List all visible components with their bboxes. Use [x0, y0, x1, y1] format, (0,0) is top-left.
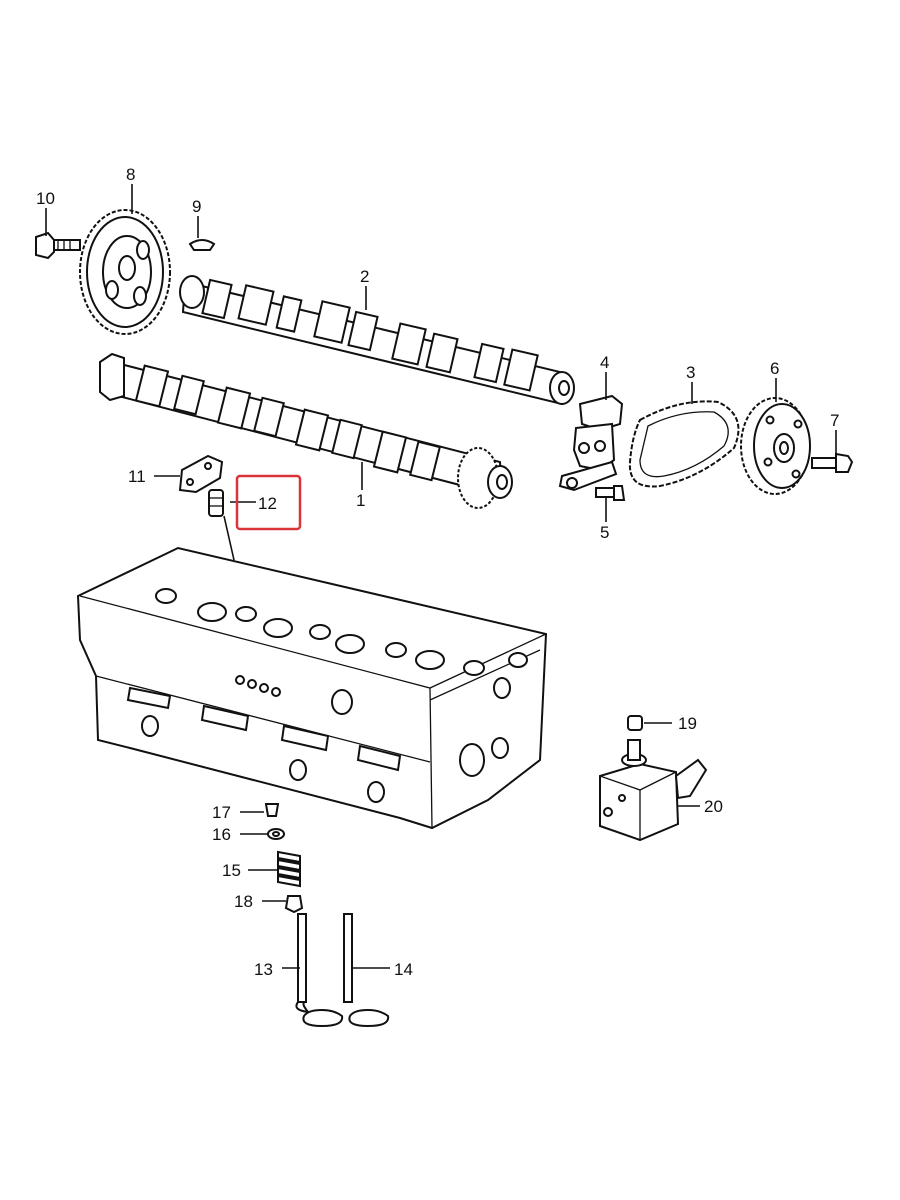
bolt-part-5[interactable]: [595, 485, 626, 501]
callout-2: 2: [360, 267, 369, 286]
key-part-9[interactable]: [188, 239, 216, 251]
callout-7: 7: [830, 411, 839, 430]
bracket-part-11[interactable]: [178, 454, 224, 494]
valve-cotter-part-17[interactable]: [264, 803, 280, 817]
leader-lines: [45, 184, 837, 969]
sleeve-part-12[interactable]: [208, 489, 224, 517]
callout-labels: 10 8 9 2 4 3 6 7 1 5 11 12 17 16 15 18 1…: [36, 165, 839, 979]
cylinder-head[interactable]: [76, 546, 548, 830]
bolt-part-10[interactable]: [35, 231, 81, 260]
callout-9: 9: [192, 197, 201, 216]
callout-11: 11: [128, 467, 146, 486]
fuel-pump-part-20[interactable]: [599, 739, 708, 842]
highlight-box: [235, 474, 302, 531]
callout-6: 6: [770, 359, 779, 378]
chain-tensioner-part-4[interactable]: [558, 394, 624, 492]
valve-stem-seal-part-18[interactable]: [284, 895, 304, 914]
callout-16: 16: [212, 825, 231, 844]
callout-19: 19: [678, 714, 697, 733]
bolt-part-7[interactable]: [811, 452, 854, 473]
camshaft-part-1[interactable]: [99, 352, 513, 509]
camshaft-gear-part-8[interactable]: [79, 209, 171, 335]
callout-10: 10: [36, 189, 55, 208]
callout-18: 18: [234, 892, 253, 911]
valve-spring-part-15[interactable]: [277, 850, 301, 888]
timing-chain-part-3[interactable]: [628, 400, 740, 488]
callout-13: 13: [254, 960, 273, 979]
callout-20: 20: [704, 797, 723, 816]
cap-part-19[interactable]: [627, 715, 643, 731]
camshaft-part-2[interactable]: [179, 275, 575, 406]
valve-part-13[interactable]: [295, 913, 344, 1028]
callout-3: 3: [686, 363, 695, 382]
valve-part-14[interactable]: [343, 913, 390, 1028]
callout-12: 12: [258, 494, 277, 513]
callout-8: 8: [126, 165, 135, 184]
callout-4: 4: [600, 353, 609, 372]
callout-15: 15: [222, 861, 241, 880]
callout-14: 14: [394, 960, 413, 979]
camshaft-adjuster-part-6[interactable]: [740, 397, 811, 495]
callout-1: 1: [356, 491, 365, 510]
callout-17: 17: [212, 803, 231, 822]
callout-5: 5: [600, 523, 609, 542]
washer-part-16[interactable]: [267, 828, 285, 840]
